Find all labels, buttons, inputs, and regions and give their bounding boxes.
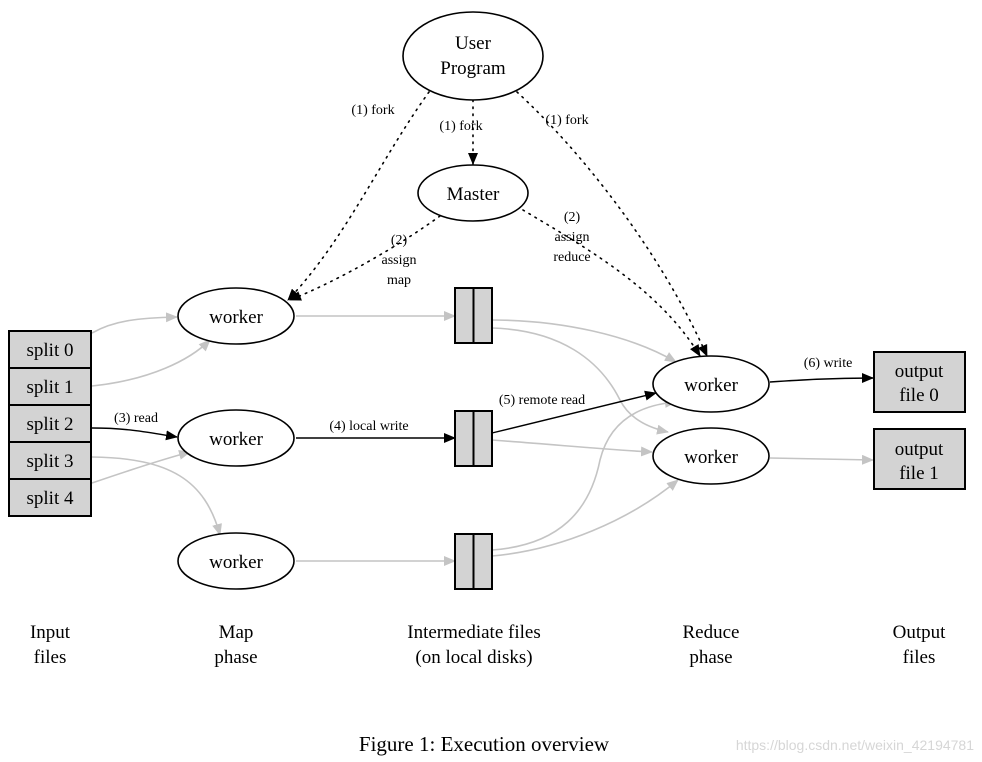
phase-map-line2: phase (214, 647, 257, 668)
split-1: split 1 (8, 367, 92, 406)
reduce-worker-1-label: worker (684, 375, 738, 396)
split4-to-worker2-edge (91, 450, 191, 484)
intermediate-file-2 (454, 410, 493, 467)
split-0-label: split 0 (27, 340, 74, 361)
split3-to-worker3-edge (91, 456, 222, 536)
fork-label-center: (1) fork (439, 119, 482, 134)
split0-to-worker1-edge (91, 312, 178, 334)
remote-read-label: (5) remote read (499, 393, 585, 408)
intermediate-file-3 (454, 533, 493, 590)
phase-reduce-line1: Reduce (683, 622, 740, 643)
user-program-line2: Program (440, 58, 506, 79)
phase-intermediate-line1: Intermediate files (407, 622, 540, 643)
split-0: split 0 (8, 330, 92, 369)
map-worker-2: worker (177, 409, 295, 467)
input-splits: split 0 split 1 split 2 split 3 split 4 (8, 330, 92, 517)
file3-to-reduce2-edge (491, 479, 679, 557)
file1-to-reduce1-edge (491, 319, 677, 363)
map-worker-3: worker (177, 532, 295, 590)
user-program-line1: User (455, 33, 492, 54)
intermediate-file-1 (454, 287, 493, 344)
fork-label-right: (1) fork (545, 113, 588, 128)
map-worker-1: worker (177, 287, 295, 345)
phase-labels: Input files Map phase Intermediate files… (30, 622, 946, 668)
split-1-label: split 1 (27, 377, 74, 398)
map-worker-2-label: worker (209, 429, 263, 450)
reduce-worker-1: worker (652, 355, 770, 413)
read-label: (3) read (114, 411, 158, 426)
split-3-label: split 3 (27, 451, 74, 472)
watermark: https://blog.csdn.net/weixin_42194781 (736, 737, 974, 753)
split-4: split 4 (8, 478, 92, 517)
map-worker-3-label: worker (209, 552, 263, 573)
output-file-1-line2: file 1 (899, 463, 939, 484)
phase-output-line1: Output (893, 622, 947, 643)
phase-output-line2: files (903, 647, 936, 668)
split-2: split 2 (8, 404, 92, 443)
split1-to-worker1-edge (91, 339, 211, 387)
master-label: Master (447, 184, 500, 205)
write-label: (6) write (804, 356, 853, 371)
file1-to-reduce2-edge (491, 327, 669, 435)
file2-to-reduce2-edge (491, 439, 653, 457)
local-write-label: (4) local write (329, 419, 408, 434)
output-file-0: output file 0 (873, 351, 966, 413)
output-file-0-line2: file 0 (899, 385, 939, 406)
assign-map-label-2: assign (382, 253, 417, 268)
output-file-1: output file 1 (873, 428, 966, 490)
split-3: split 3 (8, 441, 92, 480)
user-program-node: User Program (402, 11, 544, 101)
fork-edge-to-map-worker (287, 91, 430, 301)
assign-reduce-edge (522, 209, 701, 357)
assign-map-edge (289, 215, 441, 301)
master-node: Master (417, 164, 529, 222)
map-worker-1-label: worker (209, 307, 263, 328)
read-edge (91, 427, 178, 441)
phase-intermediate-line2: (on local disks) (415, 647, 532, 668)
split-2-label: split 2 (27, 414, 74, 435)
reduce2-to-output1-edge (769, 454, 874, 465)
output-file-0-line1: output (895, 361, 944, 382)
reduce-worker-2: worker (652, 427, 770, 485)
assign-map-label-3: map (387, 273, 411, 288)
fork-label-left: (1) fork (351, 103, 394, 118)
figure-caption: Figure 1: Execution overview (359, 732, 610, 756)
assign-reduce-label-3: reduce (553, 250, 590, 265)
split-4-label: split 4 (27, 488, 74, 509)
phase-map-line1: Map (219, 622, 254, 643)
phase-reduce-line2: phase (689, 647, 732, 668)
output-file-1-line1: output (895, 439, 944, 460)
fork-edge-to-reduce-worker (516, 91, 708, 357)
write-edge (769, 373, 874, 384)
remote-read-edge (491, 390, 657, 434)
assign-reduce-label-1: (2) (564, 210, 581, 225)
reduce-worker-2-label: worker (684, 447, 738, 468)
phase-input-line2: files (34, 647, 67, 668)
file3-to-reduce1-edge (491, 397, 677, 551)
assign-reduce-label-2: assign (555, 230, 590, 245)
assign-map-label-1: (2) (391, 233, 408, 248)
phase-input-line1: Input (30, 622, 71, 643)
